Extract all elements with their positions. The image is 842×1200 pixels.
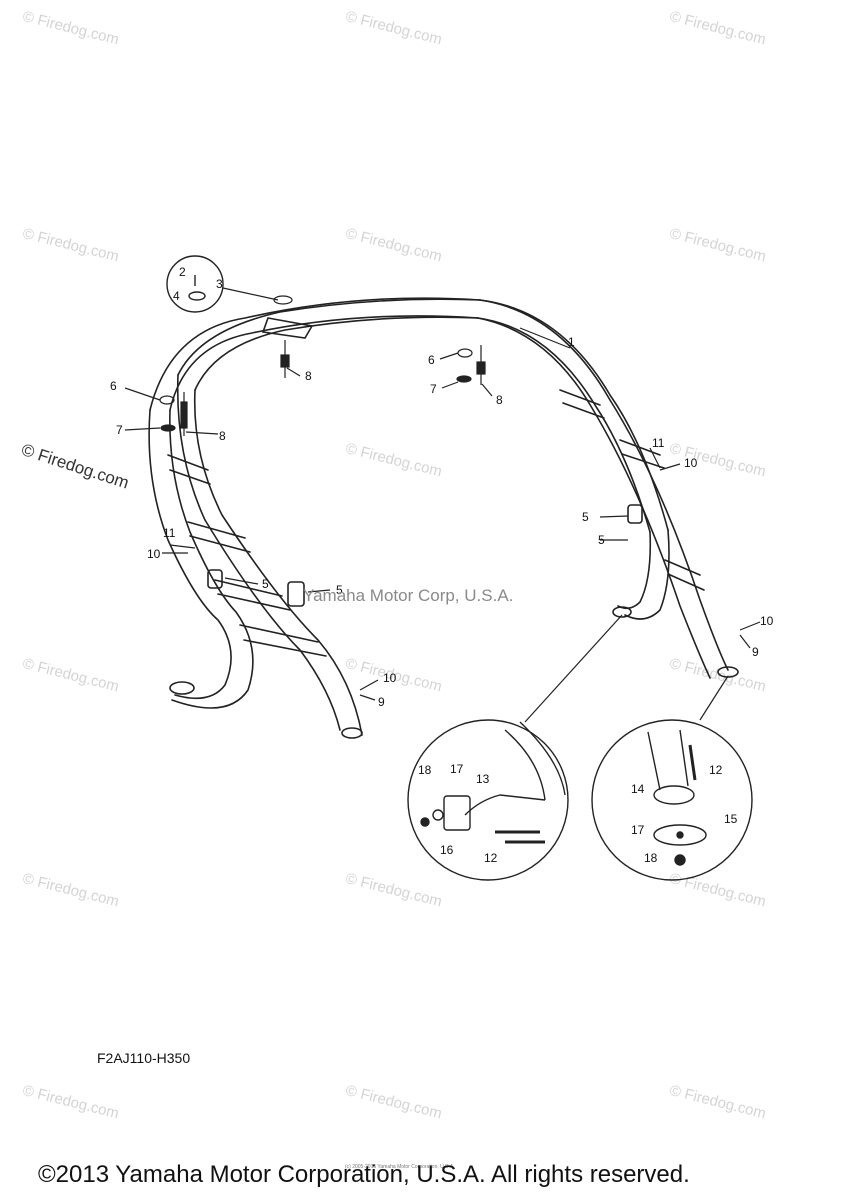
part-label-10b: 10: [147, 547, 161, 561]
tower-frame: [148, 297, 739, 739]
part-label-5d: 5: [336, 583, 343, 597]
part-label-7a: 7: [116, 423, 123, 437]
part-label-13: 13: [476, 772, 490, 786]
part-label-6a: 6: [110, 379, 117, 393]
part-label-17a: 17: [450, 762, 464, 776]
part-label-15: 15: [724, 812, 738, 826]
part-label-11a: 11: [652, 436, 665, 450]
copyright-notice: ©2013 Yamaha Motor Corporation, U.S.A. A…: [38, 1161, 690, 1188]
hardware-parts: [159, 295, 486, 436]
leader-lines: [124, 287, 761, 723]
part-label-14: 14: [631, 782, 645, 796]
part-label-5c: 5: [262, 577, 269, 591]
part-label-16: 16: [440, 843, 454, 857]
part-label-5a: 5: [582, 510, 589, 524]
part-label-12a: 12: [484, 851, 498, 865]
part-label-18a: 18: [418, 763, 432, 777]
part-label-7b: 7: [430, 382, 437, 396]
part-labels: 1 2 3 4 5 5 5 5 6 6 7 7 8 8 8 9 9 10 10 …: [110, 265, 774, 865]
part-label-11b: 11: [163, 526, 176, 540]
part-label-9a: 9: [752, 645, 759, 659]
part-label-17b: 17: [631, 823, 645, 837]
fine-print: (c) 2005-2015 Yamaha Motor Corporation, …: [345, 1164, 455, 1170]
inset-callout-top: [166, 255, 224, 313]
part-label-12b: 12: [709, 763, 723, 777]
diagram-code: F2AJ110-H350: [97, 1050, 191, 1066]
part-label-8b: 8: [496, 393, 503, 407]
part-label-8c: 8: [219, 429, 226, 443]
part-label-8a: 8: [305, 369, 312, 383]
part-label-10c: 10: [760, 614, 774, 628]
inset-detail-right: [591, 719, 753, 881]
part-label-10a: 10: [684, 456, 698, 470]
part-label-2: 2: [179, 265, 186, 279]
part-label-4: 4: [173, 289, 180, 303]
part-label-3: 3: [216, 277, 223, 291]
part-label-10d: 10: [383, 671, 397, 685]
part-label-18b: 18: [644, 851, 658, 865]
part-label-9b: 9: [378, 695, 385, 709]
center-watermark: Yamaha Motor Corp, U.S.A.: [303, 586, 514, 605]
part-label-5b: 5: [598, 533, 605, 547]
part-label-1: 1: [568, 335, 575, 349]
inset-detail-left: [407, 719, 569, 881]
part-label-6b: 6: [428, 353, 435, 367]
